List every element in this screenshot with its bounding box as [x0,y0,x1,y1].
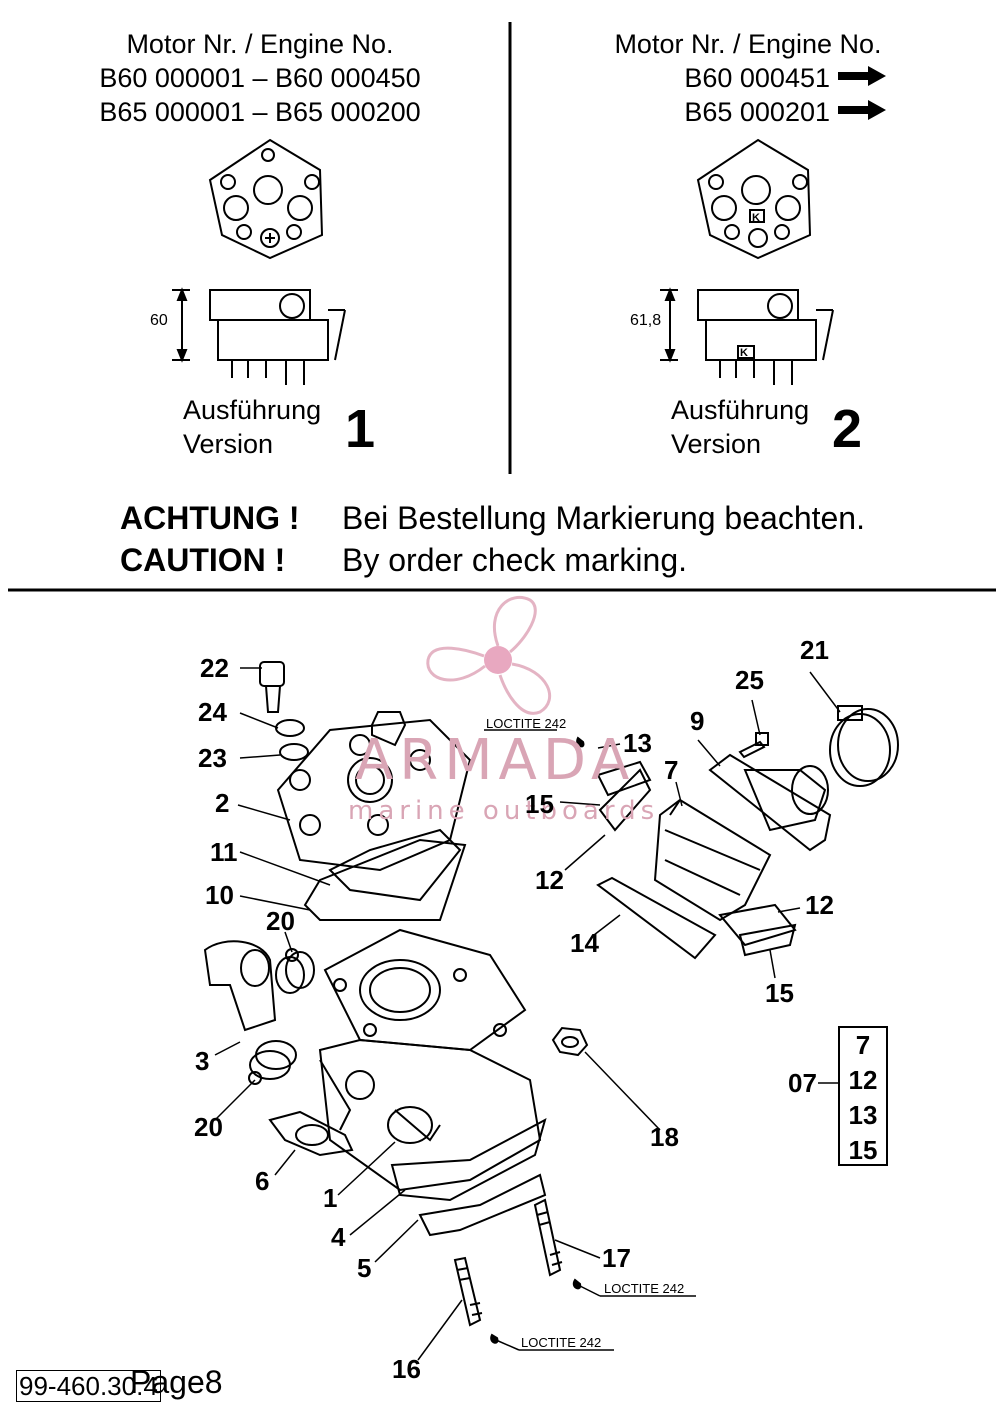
engine-range-line: B65 000001 – B65 000200 [99,97,421,127]
valve-stop-15-upper [596,760,652,797]
watermark-brand: ARMADA [355,728,636,793]
loctite-drop-icon [572,1278,582,1290]
engine-range-left: Motor Nr. / Engine No. B60 000001 – B60 … [60,27,460,129]
callout-20: 20 [266,906,295,936]
hose-clamp-21 [829,705,899,787]
callout-22: 22 [200,653,229,683]
version-de: Ausführung [183,395,322,425]
cylinder-side-view-v2 [660,287,834,385]
caution-label-de: ACHTUNG ! [120,500,300,536]
washer-24 [275,719,305,737]
valve-stop-15-lower [738,923,797,957]
callout-17: 17 [602,1243,631,1273]
caution-block: ACHTUNG ! Bei Bestellung Markierung beach… [120,497,865,581]
caution-text-de: Bei Bestellung Markierung beachten. [342,500,865,536]
stud-bolt-16 [453,1256,483,1327]
callout-7: 7 [664,755,679,785]
arrow-right-icon [838,66,886,120]
callout-4: 4 [331,1222,346,1252]
version-en: Version [671,429,762,459]
loctite-label: LOCTITE 242 [486,716,567,731]
document-code: 99-460.30.4 [16,1370,161,1402]
engine-range-line: B60 000451 [684,63,830,93]
callout-16: 16 [392,1354,421,1384]
screw-22 [259,661,285,713]
callout-10: 10 [205,880,234,910]
nut-18 [551,1026,589,1057]
callout-13: 13 [623,728,652,758]
callout-20: 20 [194,1112,223,1142]
loctite-drop-icon [490,1333,499,1344]
callout-14: 14 [570,928,599,958]
stud-bolt-17 [533,1198,563,1277]
kit-box: 7 12 13 15 [838,1026,888,1166]
intake-flange-9 [708,753,832,852]
reed-valve-7 [653,798,772,922]
engine-title: Motor Nr. / Engine No. [614,29,882,59]
marking-k: K [752,212,760,224]
version-en: Version [183,429,274,459]
reed-petal-12-upper [598,768,652,832]
hose-clamp-20-upper [275,948,315,994]
cylinder [318,928,542,1192]
callout-25: 25 [735,665,764,695]
page-number: Page8 [130,1364,223,1400]
gasket-10 [303,838,467,921]
engine-title: Motor Nr. / Engine No. [126,29,394,59]
callout-12: 12 [535,865,564,895]
callout-6: 6 [255,1166,270,1196]
dimension-label: 60 [150,312,168,329]
kit-label: 07 [788,1068,817,1098]
exhaust-elbow-3 [203,940,277,1032]
callout-12: 12 [805,890,834,920]
screw-25 [738,732,769,759]
reed-gasket-14 [596,876,717,960]
callout-9: 9 [690,706,705,736]
exhaust-gasket-6 [268,1110,354,1157]
version-number: 1 [345,399,376,459]
callout-3: 3 [195,1046,210,1076]
engine-range-right: Motor Nr. / Engine No. [548,27,948,61]
hose-clamp-20-lower [248,1040,297,1085]
callout-15: 15 [525,789,554,819]
version-number: 2 [832,399,863,459]
callout-15: 15 [765,978,794,1008]
reed-petal-12-lower [718,903,797,947]
callout-21: 21 [800,635,829,665]
marking-k: K [740,347,748,359]
cylinder-side-view-v1 [172,287,346,385]
kit-item: 12 [848,1065,878,1095]
leader-lines [214,667,841,1361]
callout-23: 23 [198,743,227,773]
callout-18: 18 [650,1122,679,1152]
callout-5: 5 [357,1253,372,1283]
engine-range-line: B65 000201 [684,97,830,127]
cylinder-head [276,711,472,872]
caution-label-en: CAUTION ! [120,542,286,578]
version-label-right: Ausführung Version [671,393,809,461]
engine-range-line: B60 000001 – B60 000450 [99,63,421,93]
gasket-5 [418,1173,547,1237]
washer-23 [279,743,309,761]
head-top-view-v1 [208,138,324,260]
version-de: Ausführung [671,395,810,425]
version-label-left: Ausführung Version [183,393,321,461]
watermark-propeller-icon [426,595,552,715]
callout-11: 11 [210,837,238,867]
dimension-label: 61,8 [630,312,662,329]
kit-item: 13 [848,1100,878,1130]
callout-24: 24 [198,697,227,727]
kit-item: 15 [848,1135,878,1165]
callout-1: 1 [323,1183,338,1213]
loctite-label: LOCTITE 242 [604,1281,685,1296]
caution-text-en: By order check marking. [342,542,688,578]
kit-item: 7 [855,1030,871,1060]
head-top-view-v2 [696,138,812,260]
gasket-11 [328,828,462,902]
loctite-drop-icon [576,736,585,748]
callout-2: 2 [215,788,230,818]
loctite-label: LOCTITE 242 [521,1335,602,1350]
watermark-tagline: marine outboards [348,796,660,826]
